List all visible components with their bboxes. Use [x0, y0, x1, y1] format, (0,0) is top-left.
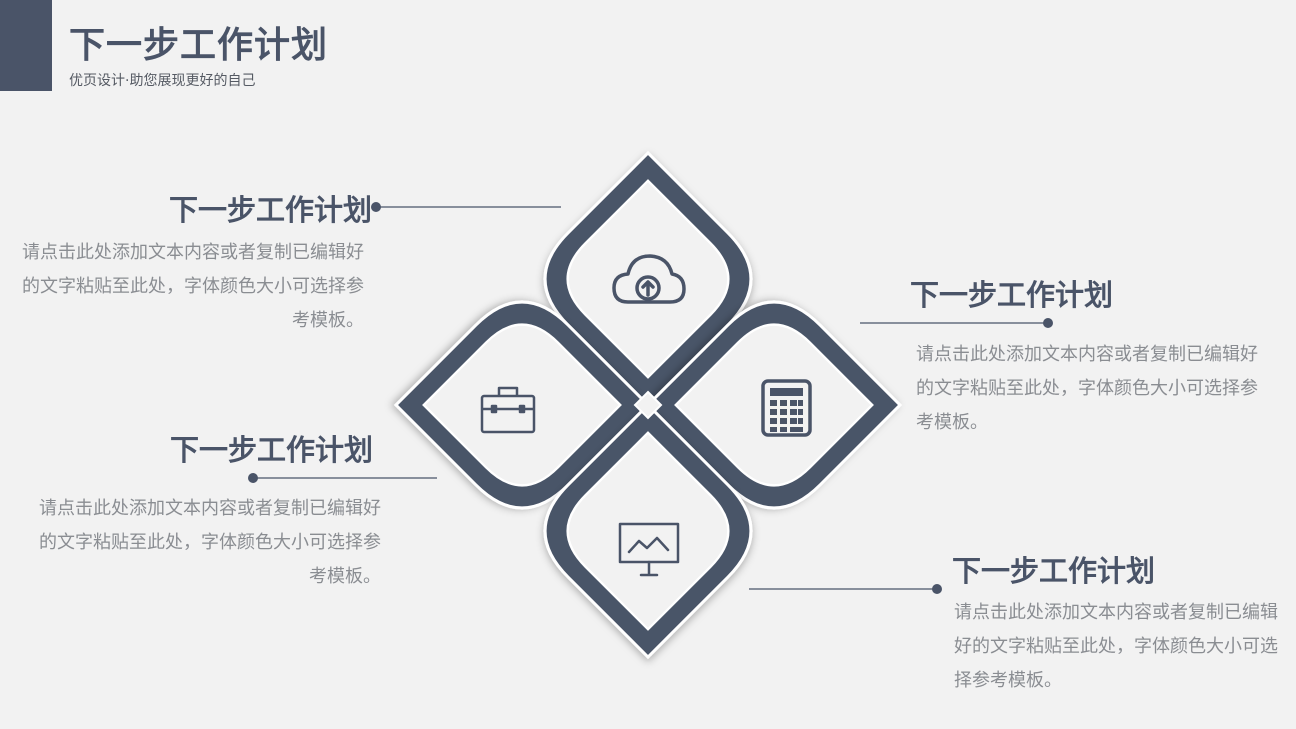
connector-top-left	[371, 202, 561, 212]
connector-left	[248, 473, 437, 483]
block-text-top-left: 请点击此处添加文本内容或者复制已编辑好的文字粘贴至此处，字体颜色大小可选择参考模…	[22, 242, 364, 331]
presentation-chart-icon	[618, 522, 680, 577]
block-title-top-left: 下一步工作计划	[169, 193, 373, 227]
center-diamond	[633, 390, 663, 420]
connector-bottom-right	[749, 584, 942, 594]
page-title: 下一步工作计划	[69, 25, 329, 66]
cloud-upload-icon	[612, 254, 686, 304]
block-title-left: 下一步工作计划	[170, 433, 374, 467]
header-accent-bar	[0, 0, 52, 91]
briefcase-icon	[480, 386, 536, 434]
page-subtitle: 优页设计·助您展现更好的自己	[69, 73, 256, 89]
block-title-bottom-right: 下一步工作计划	[952, 554, 1156, 588]
block-title-right: 下一步工作计划	[910, 278, 1114, 312]
connector-right	[860, 318, 1053, 328]
block-text-left: 请点击此处添加文本内容或者复制已编辑好的文字粘贴至此处，字体颜色大小可选择参考模…	[39, 498, 381, 587]
calculator-icon	[761, 379, 812, 437]
block-text-right: 请点击此处添加文本内容或者复制已编辑好的文字粘贴至此处，字体颜色大小可选择参考模…	[916, 344, 1258, 433]
block-text-bottom-right: 请点击此处添加文本内容或者复制已编辑好的文字粘贴至此处，字体颜色大小可选择参考模…	[954, 602, 1278, 691]
